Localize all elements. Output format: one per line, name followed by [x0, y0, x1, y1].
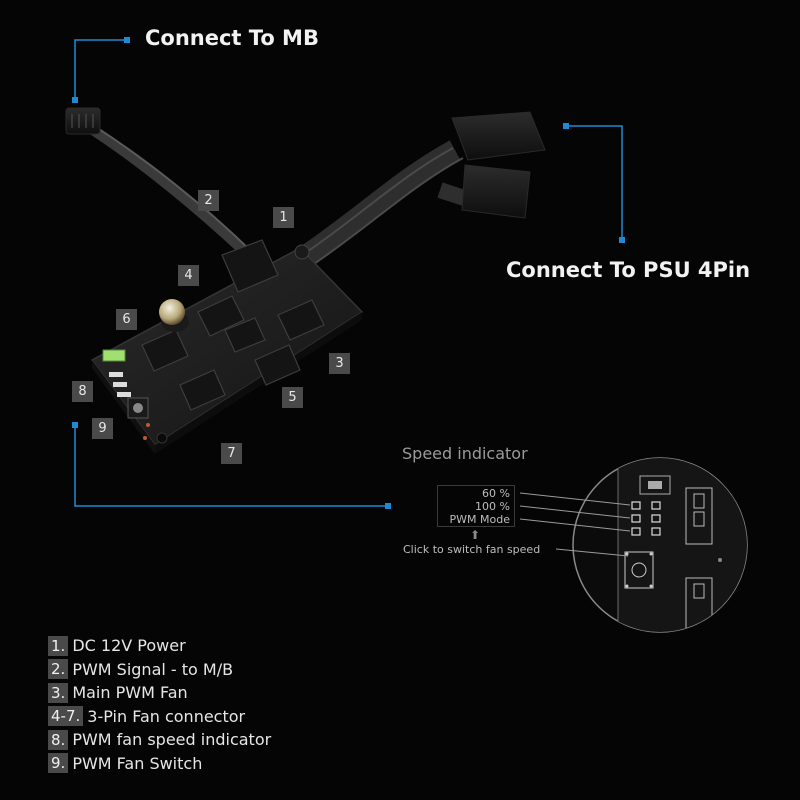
- legend-text: PWM fan speed indicator: [72, 730, 272, 750]
- legend-number: 3.: [48, 682, 69, 703]
- badge-3: 3: [329, 353, 350, 374]
- legend: 1.DC 12V Power 2.PWM Signal - to M/B 3.M…: [48, 634, 271, 775]
- badge-5: 5: [282, 387, 303, 408]
- legend-text: Main PWM Fan: [72, 683, 188, 703]
- legend-item: 2.PWM Signal - to M/B: [48, 658, 271, 682]
- legend-text: 3-Pin Fan connector: [87, 706, 246, 726]
- legend-item: 1.DC 12V Power: [48, 634, 271, 658]
- switch-note: Click to switch fan speed: [403, 543, 541, 556]
- mb-cable: [65, 107, 253, 259]
- legend-number: 2.: [48, 659, 69, 680]
- badge-7: 7: [221, 443, 242, 464]
- speed-level-100: 100 %: [475, 500, 510, 513]
- zoom-circle: [519, 457, 748, 633]
- legend-item: 8.PWM fan speed indicator: [48, 728, 271, 752]
- badge-6: 6: [116, 309, 137, 330]
- badge-1: 1: [273, 207, 294, 228]
- speed-level-60: 60 %: [482, 487, 510, 500]
- badge-4: 4: [178, 265, 199, 286]
- badge-9: 9: [92, 418, 113, 439]
- connect-to-psu-label: Connect To PSU 4Pin: [506, 258, 751, 282]
- legend-text: DC 12V Power: [72, 636, 186, 656]
- speed-indicator-title: Speed indicator: [402, 444, 528, 463]
- legend-item: 4-7.3-Pin Fan connector: [48, 705, 271, 729]
- leader-lines: [74, 39, 623, 507]
- speed-indicator-box: 60 % 100 % PWM Mode: [437, 485, 515, 527]
- legend-text: PWM Fan Switch: [72, 753, 203, 773]
- legend-item: 9.PWM Fan Switch: [48, 752, 271, 776]
- up-arrow-icon: ⬆: [470, 528, 481, 542]
- legend-number: 4-7.: [48, 706, 84, 727]
- psu-cable: [293, 111, 546, 270]
- legend-item: 3.Main PWM Fan: [48, 681, 271, 705]
- pcb-board: [90, 239, 364, 454]
- speed-level-pwm: PWM Mode: [449, 513, 510, 526]
- badge-8: 8: [72, 381, 93, 402]
- legend-text: PWM Signal - to M/B: [72, 659, 234, 679]
- connect-to-mb-label: Connect To MB: [145, 26, 319, 50]
- legend-number: 9.: [48, 753, 69, 774]
- legend-number: 1.: [48, 635, 69, 656]
- legend-number: 8.: [48, 729, 69, 750]
- badge-2: 2: [198, 190, 219, 211]
